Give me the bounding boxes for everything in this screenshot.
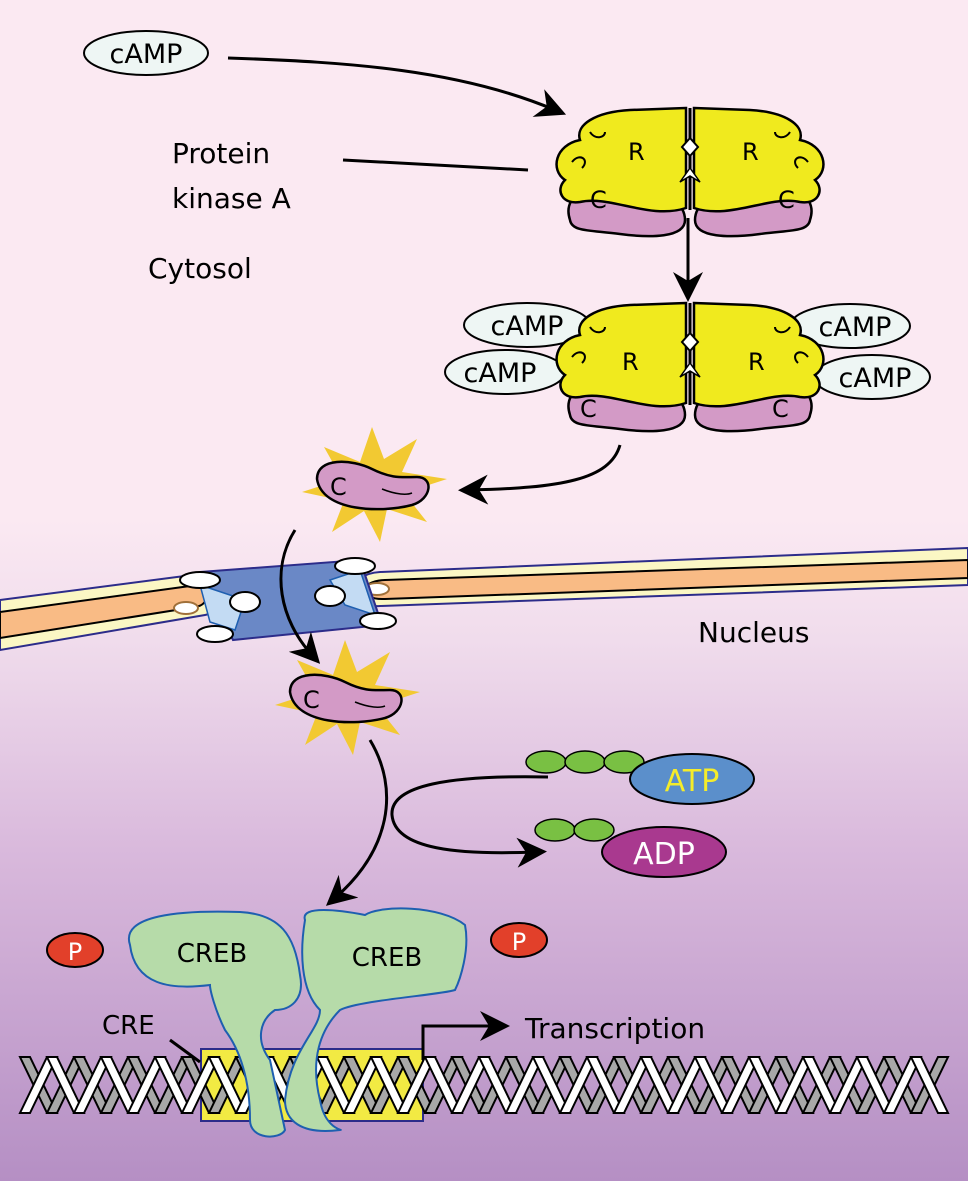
creb-dimer: CREB CREB [127, 907, 468, 1138]
adp-label: ADP [633, 837, 695, 872]
camp-label: cAMP [110, 39, 183, 70]
phosphate-label: P [68, 938, 82, 966]
camp-bound-label: cAMP [464, 358, 537, 389]
cre-label: CRE [102, 1011, 155, 1041]
camp-bound-label: cAMP [839, 363, 912, 394]
pka-pointer-line [342, 158, 529, 172]
pka-holoenzyme-inactive: R R C C [555, 106, 825, 238]
phosphate-group-icon [564, 750, 606, 774]
r-subunit-label: R [742, 138, 759, 166]
phosphate-group-icon [534, 818, 576, 842]
atp-molecule: ATP [525, 750, 755, 805]
nucleus-label: Nucleus [698, 616, 809, 649]
r-subunit-label: R [628, 138, 645, 166]
phosphate-group-icon [573, 818, 615, 842]
c-subunit-label: C [580, 395, 597, 423]
protein-kinase-a-label-line1: Protein [172, 137, 270, 170]
transcription-label: Transcription [524, 1012, 705, 1045]
active-catalytic-subunit-cytosol: C [302, 427, 447, 542]
camp-bound-label: cAMP [491, 311, 564, 342]
creb-label-right: CREB [352, 943, 422, 973]
c-subunit-label: C [772, 395, 789, 423]
r-subunit-label: R [748, 348, 765, 376]
active-catalytic-subunit-nucleus: C [275, 640, 420, 755]
adp-molecule: ADP [534, 818, 727, 878]
camp-bound-group: cAMP cAMP cAMP cAMP [444, 302, 931, 400]
creb-label-left: CREB [177, 939, 247, 969]
cytosol-label: Cytosol [148, 252, 252, 285]
c-subunit-label: C [303, 686, 320, 714]
c-subunit-label: C [590, 186, 607, 214]
camp-bound-label: cAMP [819, 312, 892, 343]
release-arrow [458, 444, 622, 505]
phosphate-group-icon [603, 750, 645, 774]
r-subunit-label: R [622, 348, 639, 376]
nuclear-import-arrow [279, 529, 321, 664]
pka-holoenzyme-camp-bound: R R C C [555, 301, 825, 433]
camp-binding-arrow [227, 56, 567, 117]
nuclear-envelope [0, 546, 968, 652]
transcription-start-arrow [421, 1011, 510, 1060]
atp-hydrolysis-arrow [390, 775, 549, 868]
dna-strand-segment [909, 1056, 950, 1114]
c-subunit-label: C [330, 473, 347, 501]
dna-double-helix [18, 1056, 950, 1114]
c-subunit-label: C [778, 186, 795, 214]
phosphate-label: P [512, 928, 526, 956]
phosphorylation-arrow [325, 739, 389, 906]
protein-kinase-a-label-line2: kinase A [172, 182, 291, 215]
atp-label: ATP [665, 764, 720, 799]
phosphate-badge-left: P [46, 932, 104, 968]
phosphate-group-icon [525, 750, 567, 774]
camp-free: cAMP [83, 30, 209, 76]
cre-pointer-line [169, 1038, 201, 1064]
phosphate-badge-right: P [490, 922, 548, 958]
